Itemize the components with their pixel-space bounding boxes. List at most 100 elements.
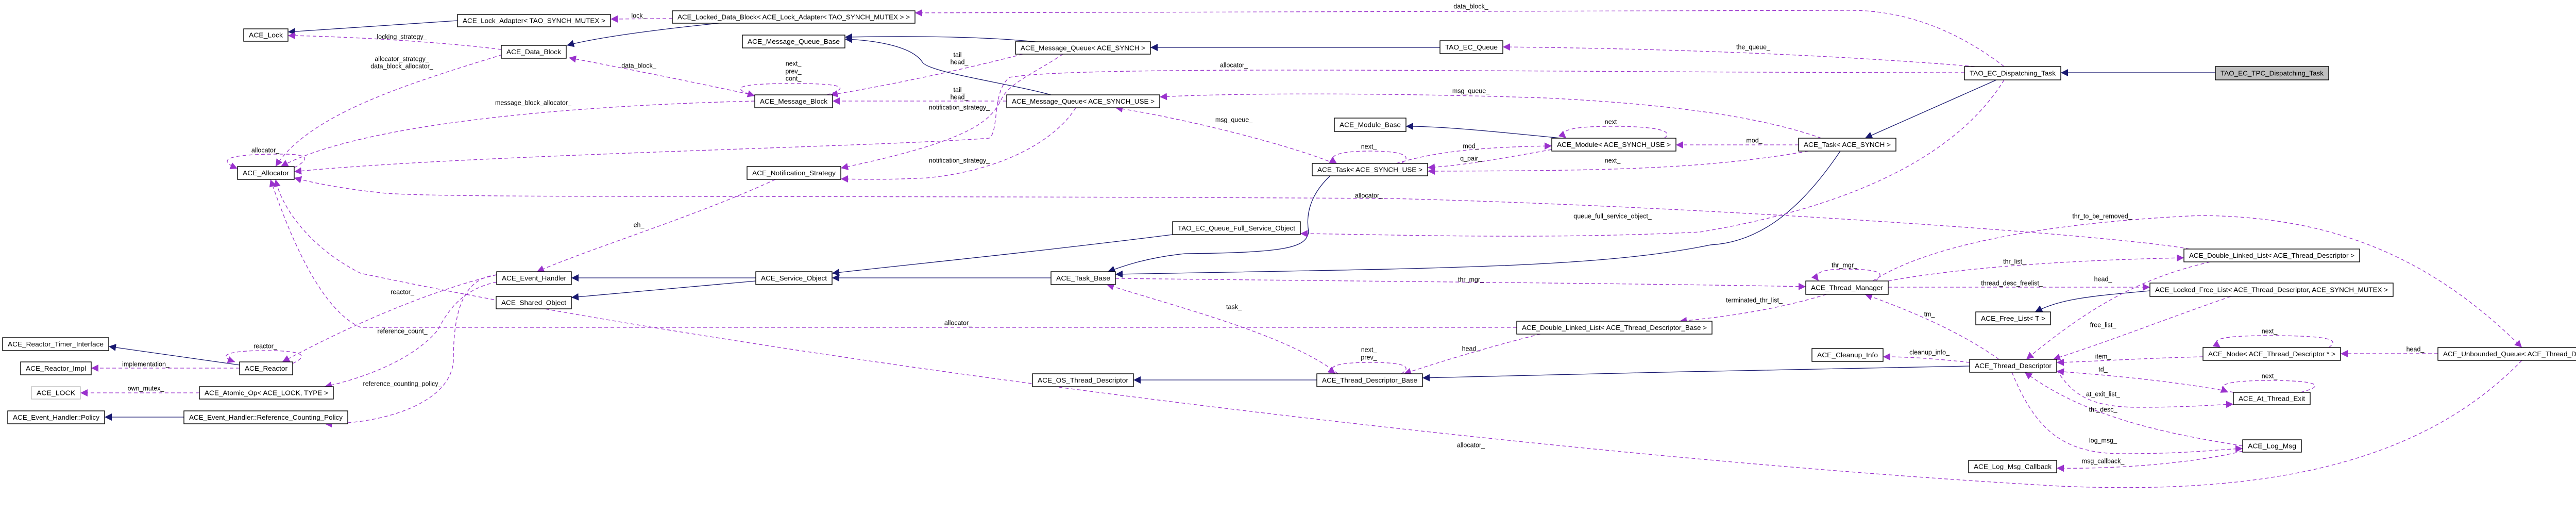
class-node-ref-counting-policy[interactable]: ACE_Event_Handler::Reference_Counting_Po… (183, 410, 348, 424)
class-node-tpc-dispatching-task[interactable]: TAO_EC_TPC_Dispatching_Task (2215, 66, 2329, 80)
edge-at-thread-exit-to-thread-descriptor (2056, 368, 2234, 393)
edge-thread-descriptor-base-to-task-base (1106, 283, 1338, 374)
class-box[interactable] (1516, 321, 1713, 335)
class-box[interactable] (2437, 347, 2576, 361)
class-node-lock-adapter[interactable]: ACE_Lock_Adapter< TAO_SYNCH_MUTEX > (457, 14, 611, 27)
class-box[interactable] (1439, 40, 1503, 54)
class-box[interactable] (2, 337, 109, 351)
class-node-log-msg-callback[interactable]: ACE_Log_Msg_Callback (1968, 460, 2057, 473)
class-node-queue-full-service-object[interactable]: TAO_EC_Queue_Full_Service_Object (1172, 221, 1301, 235)
class-box[interactable] (1172, 221, 1301, 235)
class-box[interactable] (2202, 347, 2341, 361)
class-name: ACE_Reactor (245, 365, 288, 372)
class-box[interactable] (183, 410, 348, 424)
class-box[interactable] (1805, 280, 1889, 295)
class-box[interactable] (199, 386, 334, 400)
class-box[interactable] (755, 271, 833, 285)
class-box[interactable] (2233, 392, 2311, 405)
class-box[interactable] (501, 45, 567, 59)
class-node-thread-descriptor[interactable]: ACE_Thread_Descriptor (1969, 359, 2057, 373)
class-node-dispatching-task[interactable]: TAO_EC_Dispatching_Task (1964, 66, 2061, 80)
class-node-log-msg[interactable]: ACE_Log_Msg (2242, 439, 2302, 453)
class-node-lock[interactable]: ACE_Lock (243, 28, 289, 42)
class-box[interactable] (243, 28, 289, 42)
class-box[interactable] (1050, 271, 1116, 285)
class-node-at-thread-exit[interactable]: ACE_At_Thread_Exit (2233, 392, 2311, 405)
class-node-mq-synch-use[interactable]: ACE_Message_Queue< ACE_SYNCH_USE > (1006, 94, 1160, 108)
class-node-cleanup-info[interactable]: ACE_Cleanup_Info (1811, 348, 1884, 362)
class-node-unbounded-queue[interactable]: ACE_Unbounded_Queue< ACE_Thread_Descript… (2437, 347, 2576, 361)
class-node-module[interactable]: ACE_Module< ACE_SYNCH_USE > (1551, 138, 1676, 152)
class-node-module-base[interactable]: ACE_Module_Base (1334, 118, 1406, 132)
class-box[interactable] (754, 94, 833, 108)
class-box[interactable] (237, 166, 295, 180)
class-node-notification-strategy[interactable]: ACE_Notification_Strategy (747, 166, 841, 180)
class-node-reactor-timer-interface[interactable]: ACE_Reactor_Timer_Interface (2, 337, 109, 351)
class-box[interactable] (1551, 138, 1676, 152)
class-node-task-synch[interactable]: ACE_Task< ACE_SYNCH > (1798, 138, 1896, 152)
class-box[interactable] (2149, 283, 2394, 297)
class-node-allocator[interactable]: ACE_Allocator (237, 166, 295, 180)
class-box[interactable] (496, 296, 572, 309)
class-node-eh-policy[interactable]: ACE_Event_Handler::Policy (7, 410, 105, 424)
class-box[interactable] (1975, 311, 2051, 325)
class-box[interactable] (1964, 66, 2061, 80)
class-name: ACE_Event_Handler::Reference_Counting_Po… (189, 413, 343, 421)
class-node-task-base[interactable]: ACE_Task_Base (1050, 271, 1116, 285)
class-box[interactable] (2242, 439, 2302, 453)
class-node-dll-td[interactable]: ACE_Double_Linked_List< ACE_Thread_Descr… (2183, 249, 2360, 262)
class-node-reactor-impl[interactable]: ACE_Reactor_Impl (20, 361, 92, 375)
class-box[interactable] (457, 14, 611, 27)
class-box[interactable] (1006, 94, 1160, 108)
class-node-reactor[interactable]: ACE_Reactor (239, 361, 293, 375)
class-node-node-td[interactable]: ACE_Node< ACE_Thread_Descriptor * > (2202, 347, 2341, 361)
class-box[interactable] (1969, 359, 2057, 373)
class-box[interactable] (1015, 41, 1151, 55)
class-box[interactable] (2183, 249, 2360, 262)
class-box[interactable] (742, 35, 845, 48)
class-box[interactable] (31, 386, 81, 400)
class-box[interactable] (1032, 373, 1134, 387)
class-node-atomic-op[interactable]: ACE_Atomic_Op< ACE_LOCK, TYPE > (199, 386, 334, 400)
class-node-message-block[interactable]: ACE_Message_Block (754, 94, 833, 108)
class-node-locked-data-block[interactable]: ACE_Locked_Data_Block< ACE_Lock_Adapter<… (672, 10, 916, 24)
edge-label: td_ (2098, 366, 2108, 373)
class-box[interactable] (239, 361, 293, 375)
edge-mq-synch-use-to-message-queue-base (844, 36, 1052, 95)
class-node-thread-descriptor-base[interactable]: ACE_Thread_Descriptor_Base (1316, 373, 1423, 387)
class-node-mq-synch[interactable]: ACE_Message_Queue< ACE_SYNCH > (1015, 41, 1151, 55)
class-box[interactable] (1968, 460, 2057, 473)
edge-label: tm_ (1924, 310, 1936, 318)
class-node-dll-tdb[interactable]: ACE_Double_Linked_List< ACE_Thread_Descr… (1516, 321, 1713, 335)
class-box[interactable] (1334, 118, 1406, 132)
class-box[interactable] (7, 410, 105, 424)
edge-label: reactor_ (253, 342, 278, 350)
class-box[interactable] (2215, 66, 2329, 80)
edge-label: allocator_ (1457, 441, 1485, 449)
class-node-locked-free-list[interactable]: ACE_Locked_Free_List< ACE_Thread_Descrip… (2149, 283, 2394, 297)
edge-thread-manager-to-thread-manager (1811, 269, 1880, 281)
class-box[interactable] (496, 271, 572, 285)
edge-label: msg_callback_ (2082, 457, 2125, 465)
class-box[interactable] (672, 10, 916, 24)
class-box[interactable] (1316, 373, 1423, 387)
class-box[interactable] (20, 361, 92, 375)
class-box[interactable] (1811, 348, 1884, 362)
class-node-tao-ec-queue[interactable]: TAO_EC_Queue (1439, 40, 1503, 54)
edge-label: head_ (2094, 275, 2113, 283)
class-node-thread-manager[interactable]: ACE_Thread_Manager (1805, 280, 1889, 295)
edge-reactor-to-reactor (225, 350, 302, 364)
class-box[interactable] (1312, 163, 1428, 176)
class-box[interactable] (1798, 138, 1896, 152)
class-node-os-thread-descriptor[interactable]: ACE_OS_Thread_Descriptor (1032, 373, 1134, 387)
edge-dll-tdb-to-allocator (269, 179, 1517, 328)
class-node-message-queue-base[interactable]: ACE_Message_Queue_Base (742, 35, 845, 48)
class-box[interactable] (747, 166, 841, 180)
class-node-shared-object[interactable]: ACE_Shared_Object (496, 296, 572, 309)
class-node-service-object[interactable]: ACE_Service_Object (755, 271, 833, 285)
class-node-ace-lock-param[interactable]: ACE_LOCK (31, 386, 81, 400)
class-node-event-handler[interactable]: ACE_Event_Handler (496, 271, 572, 285)
class-node-free-list[interactable]: ACE_Free_List< T > (1975, 311, 2051, 325)
class-node-data-block[interactable]: ACE_Data_Block (501, 45, 567, 59)
class-node-task-synch-use[interactable]: ACE_Task< ACE_SYNCH_USE > (1312, 163, 1428, 176)
